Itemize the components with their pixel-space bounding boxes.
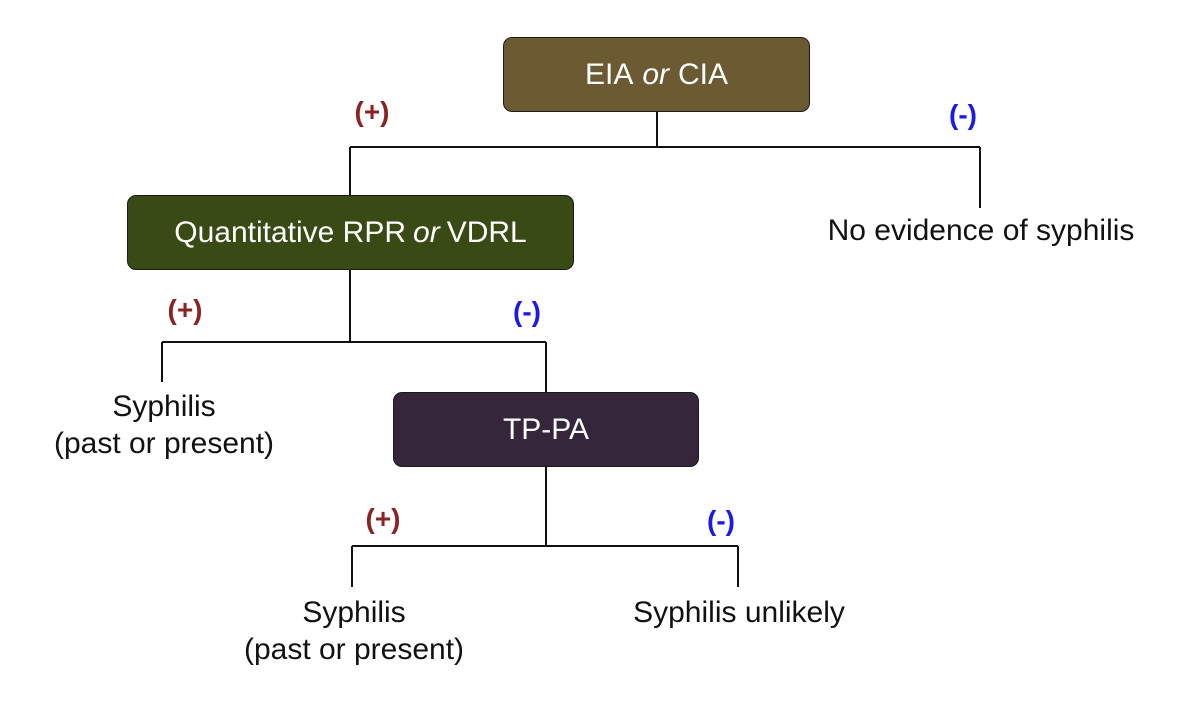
- outcome-syphilis-unlikely-text: Syphilis unlikely: [633, 596, 845, 629]
- outcome-syphilis-tppa: Syphilis (past or present): [244, 594, 464, 668]
- tppa-test-box: TP-PA: [393, 392, 699, 467]
- screening-test-or: or: [642, 57, 670, 91]
- screen-positive-sign: (+): [354, 96, 390, 127]
- outcome-syphilis-tppa-line2: (past or present): [243, 633, 465, 666]
- rpr-test-or: or: [413, 215, 440, 249]
- rpr-positive-sign: (+): [167, 294, 203, 325]
- screening-test-eia: EIA: [584, 57, 634, 91]
- outcome-syphilis-unlikely: Syphilis unlikely: [633, 594, 845, 631]
- outcome-syphilis-tppa-line1: Syphilis: [302, 596, 406, 629]
- screen-negative-sign: (-): [949, 99, 977, 130]
- rpr-test-label: Quantitative RPR: [174, 215, 407, 249]
- outcome-no-evidence-text: No evidence of syphilis: [827, 214, 1135, 247]
- rpr-negative-sign: (-): [513, 296, 541, 327]
- outcome-no-evidence: No evidence of syphilis: [828, 212, 1135, 249]
- outcome-syphilis-rpr: Syphilis (past or present): [54, 388, 274, 462]
- outcome-syphilis-rpr-line2: (past or present): [53, 427, 275, 460]
- outcome-syphilis-rpr-line1: Syphilis: [112, 390, 216, 423]
- tppa-positive-sign: (+): [365, 503, 401, 534]
- screening-test-cia: CIA: [678, 57, 729, 91]
- tppa-test-label: TP-PA: [502, 412, 590, 446]
- tppa-negative-sign: (-): [707, 505, 735, 536]
- vdrl-test-label: VDRL: [446, 215, 527, 249]
